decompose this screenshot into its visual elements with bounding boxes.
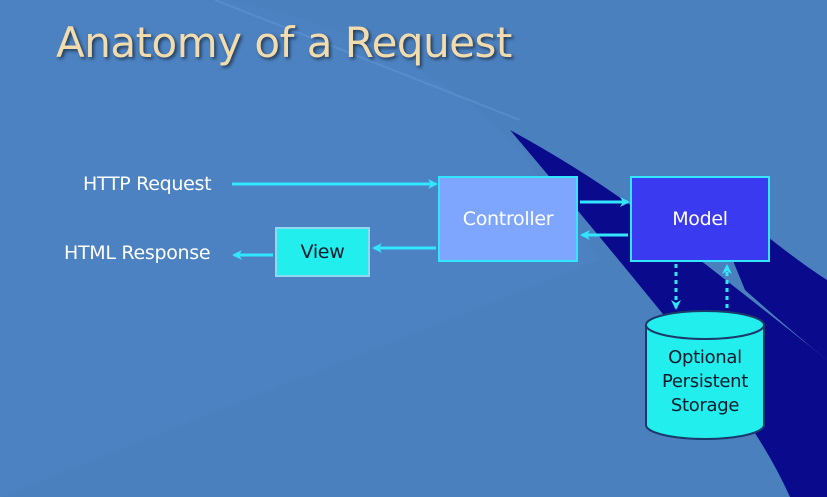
controller-box: Controller: [438, 176, 578, 262]
model-box: Model: [630, 176, 770, 262]
storage-label: Optional Persistent Storage: [646, 346, 764, 418]
view-label: View: [300, 241, 345, 263]
storage-label-line: Storage: [670, 395, 740, 416]
http-request-label: HTTP Request: [83, 173, 212, 195]
storage-label-line: Optional: [668, 347, 742, 368]
html-response-label: HTML Response: [64, 242, 211, 264]
slide-title: Anatomy of a Request: [56, 18, 512, 67]
storage-label-line: Persistent: [661, 371, 749, 392]
storage-cylinder: [645, 310, 765, 440]
model-label: Model: [672, 208, 728, 230]
view-box: View: [275, 227, 370, 277]
controller-label: Controller: [462, 208, 554, 230]
